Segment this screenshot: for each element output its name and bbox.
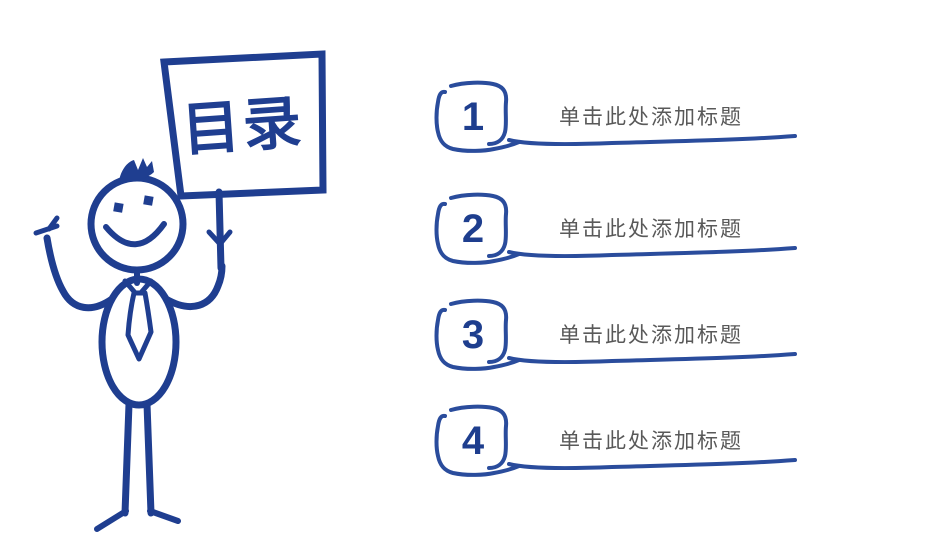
figure-right-leg (143, 400, 155, 517)
figure-right-eye (143, 195, 154, 206)
sign-pole (215, 188, 225, 272)
number-box-frame (434, 298, 521, 371)
figure-right-hand (206, 229, 233, 247)
figure-smile-mouth (103, 221, 167, 248)
toc-item-number[interactable]: 4 (461, 418, 485, 463)
toc-item-title[interactable]: 单击此处添加标题 (559, 430, 743, 453)
figure-left-hand-thumb (46, 215, 60, 232)
toc-item-number[interactable]: 3 (461, 312, 485, 357)
figure-right-arm (162, 262, 226, 311)
figure-hair (119, 158, 154, 182)
toc-item-title[interactable]: 单击此处添加标题 (559, 106, 743, 129)
figure-left-hand (33, 223, 60, 236)
toc-underline (507, 458, 797, 470)
sign-board (160, 50, 327, 200)
figure-left-eye (113, 202, 124, 213)
figure-tie (125, 290, 154, 362)
toc-item: 3 单击此处添加标题 (431, 297, 803, 393)
toc-item: 2 单击此处添加标题 (431, 191, 803, 287)
toc-underline (507, 246, 797, 258)
stick-figure-illustration: 目录 (33, 50, 327, 532)
toc-underline (507, 134, 797, 146)
number-box-frame (434, 192, 521, 265)
toc-item-number[interactable]: 1 (461, 94, 485, 139)
figure-head (87, 174, 187, 274)
number-box-frame (434, 80, 521, 153)
number-box-frame (434, 404, 521, 477)
toc-item: 4 单击此处添加标题 (431, 403, 803, 499)
toc-item-title[interactable]: 单击此处添加标题 (559, 218, 743, 241)
figure-left-arm (43, 234, 116, 312)
toc-item: 1 单击此处添加标题 (431, 79, 803, 175)
toc-item-title[interactable]: 单击此处添加标题 (559, 324, 743, 347)
toc-item-number[interactable]: 2 (461, 206, 485, 251)
figure-left-leg (121, 400, 133, 517)
toc-underline (507, 352, 797, 364)
sign-title[interactable]: 目录 (180, 90, 306, 163)
figure-left-foot (94, 508, 129, 532)
figure-right-foot (147, 508, 181, 524)
